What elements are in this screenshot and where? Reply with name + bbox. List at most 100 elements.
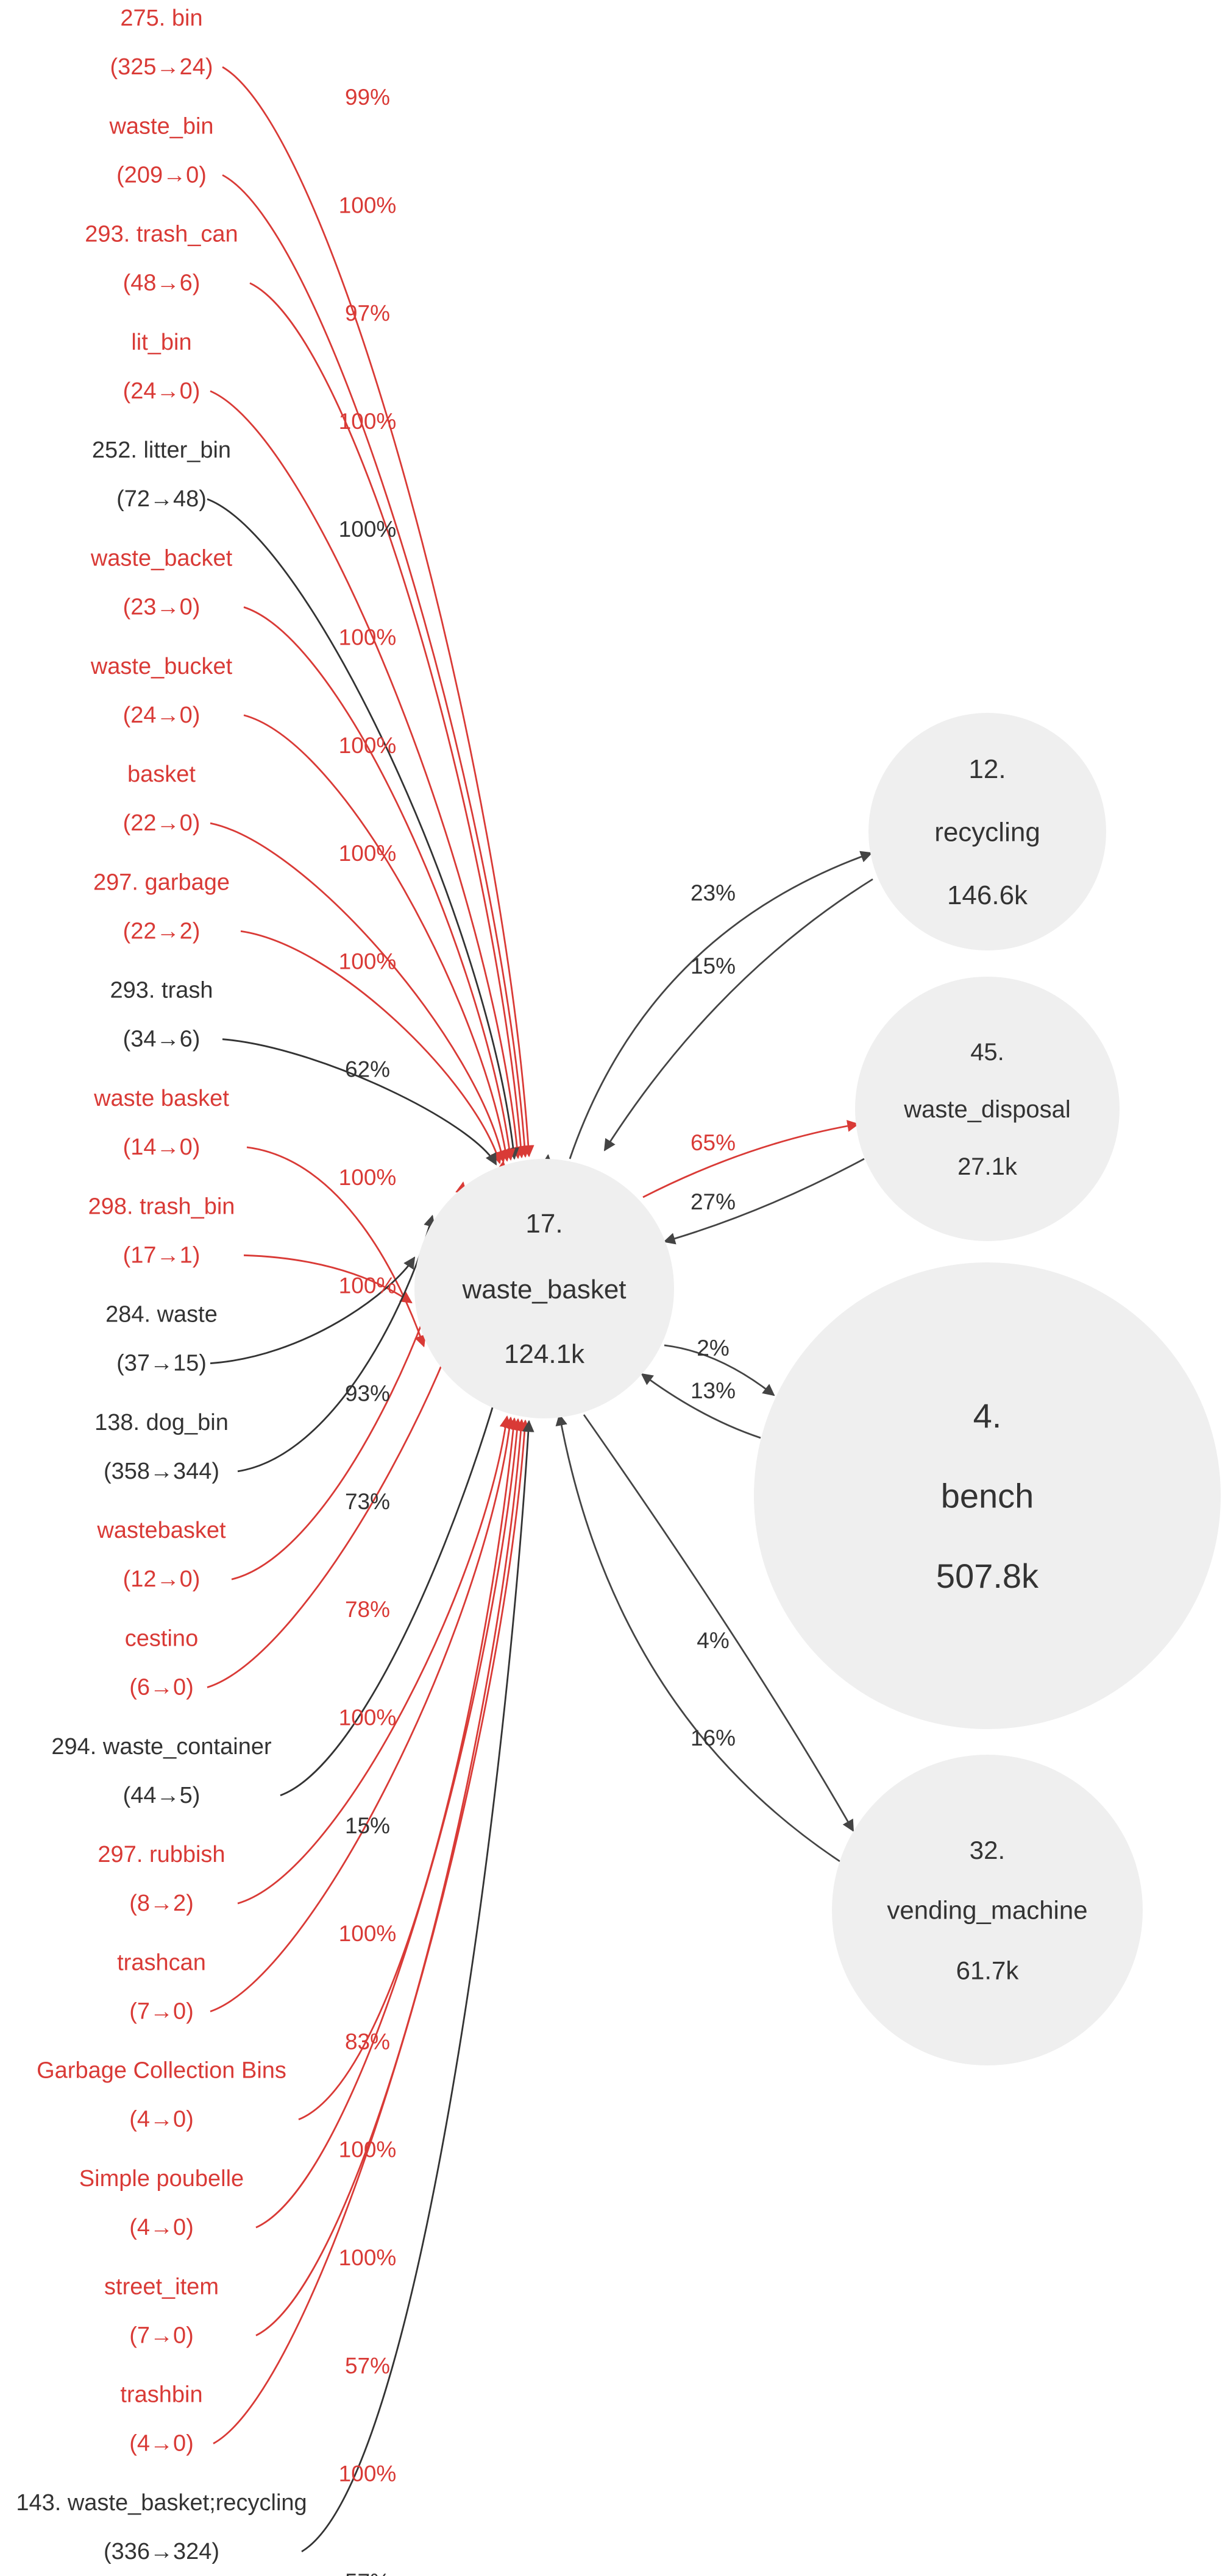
target-node-circle (868, 713, 1106, 950)
incoming-edge-percent: 27% (691, 1189, 736, 1214)
source-edge-percent: 100% (339, 1705, 397, 1730)
source-edge (237, 1214, 436, 1473)
source-label: waste_bin (108, 113, 213, 139)
source-edge (210, 1416, 516, 2012)
source-counts: (23→0) (123, 595, 201, 620)
source-label: 297. garbage (93, 869, 230, 895)
source-label: 293. trash (110, 978, 213, 1003)
source-edge (210, 1256, 416, 1364)
source-label: 297. rubbish (98, 1842, 225, 1867)
source-label: 284. waste (105, 1302, 218, 1328)
source-counts: (325→24) (110, 54, 213, 80)
center-node-name: waste_basket (461, 1275, 626, 1304)
source-label: 275. bin (120, 5, 202, 31)
source-edge (243, 714, 511, 1162)
target-node-count: 27.1k (957, 1153, 1018, 1180)
source-counts: (24→0) (123, 378, 201, 404)
source-label: trashcan (117, 1950, 206, 1975)
source-counts: (24→0) (123, 702, 201, 728)
outgoing-edge (569, 851, 873, 1159)
outgoing-edge-percent: 4% (697, 1628, 729, 1653)
source-edge-percent: 100% (339, 409, 397, 434)
source-edge (213, 1419, 531, 2444)
source-counts: (22→0) (123, 810, 201, 836)
source-label: 298. trash_bin (88, 1194, 235, 1219)
outgoing-edge-percent: 65% (691, 1130, 736, 1155)
source-counts: (37→15) (116, 1351, 207, 1376)
source-edge-percent: 99% (345, 85, 390, 110)
source-label: 252. litter_bin (92, 437, 231, 463)
source-edge (255, 1418, 527, 2337)
source-edge-percent: 97% (345, 301, 390, 326)
nodes-layer (414, 713, 1221, 2065)
center-node-circle (414, 1159, 674, 1418)
source-edge-percent: 100% (339, 625, 397, 650)
source-edge-percent: 57% (345, 2569, 390, 2576)
target-node-name: recycling (934, 817, 1040, 847)
source-label: waste basket (93, 1086, 229, 1111)
source-counts: (48→6) (123, 271, 201, 296)
source-counts: (7→0) (129, 2323, 194, 2348)
source-counts: (12→0) (123, 1566, 201, 1592)
target-node-name: bench (941, 1477, 1034, 1515)
source-label: waste_backet (90, 546, 233, 571)
source-label: Garbage Collection Bins (37, 2058, 286, 2084)
incoming-edge (663, 1158, 865, 1245)
source-counts: (22→2) (123, 918, 201, 944)
source-edge (246, 1146, 426, 1348)
source-edge-percent: 78% (345, 1597, 390, 1622)
target-node-name: vending_machine (887, 1896, 1087, 1925)
source-edge-percent: 100% (339, 193, 397, 218)
source-edge-percent: 93% (345, 1381, 390, 1406)
source-edge-percent: 100% (339, 2137, 397, 2162)
center-node-rank: 17. (525, 1209, 563, 1239)
source-counts: (7→0) (129, 1998, 194, 2024)
source-edge (222, 66, 534, 1158)
source-edge-percent: 62% (345, 1057, 390, 1082)
source-label: 293. trash_can (85, 222, 238, 247)
target-node-rank: 45. (970, 1039, 1004, 1066)
source-counts: (4→0) (129, 2431, 194, 2457)
source-edge-percent: 100% (339, 841, 397, 866)
source-counts: (336→324) (104, 2539, 219, 2564)
source-label: waste_bucket (90, 654, 233, 679)
source-edge (237, 1415, 512, 1905)
source-label: Simple poubelle (79, 2166, 244, 2192)
source-edge-percent: 73% (345, 1489, 390, 1514)
target-node-rank: 4. (973, 1396, 1002, 1435)
source-counts: (4→0) (129, 2107, 194, 2132)
center-node-count: 124.1k (504, 1339, 585, 1369)
incoming-edge-percent: 13% (691, 1378, 736, 1403)
outgoing-edge-percent: 23% (691, 880, 736, 905)
target-node-name: waste_disposal (903, 1096, 1071, 1123)
source-counts: (209→0) (116, 162, 207, 188)
source-edge (249, 282, 527, 1159)
source-edge-percent: 100% (339, 733, 397, 758)
source-label: street_item (104, 2274, 219, 2299)
source-edge (240, 930, 503, 1164)
target-node-count: 507.8k (936, 1557, 1039, 1595)
source-label: trashbin (120, 2382, 202, 2408)
source-edge-percent: 83% (345, 2029, 390, 2054)
target-node-rank: 12. (968, 754, 1006, 784)
source-edge (301, 1420, 534, 2553)
source-counts: (44→5) (123, 1783, 201, 1808)
source-edge (243, 606, 516, 1161)
source-edge (210, 390, 524, 1159)
source-edge (210, 822, 508, 1163)
target-node-count: 61.7k (956, 1956, 1020, 1984)
source-label: basket (127, 762, 196, 787)
source-counts: (8→2) (129, 1891, 194, 1916)
incoming-edge (555, 1414, 840, 1863)
source-edge-percent: 100% (339, 949, 397, 974)
source-label: 138. dog_bin (94, 1410, 229, 1435)
source-edge-percent: 100% (339, 1921, 397, 1946)
source-edge-percent: 15% (345, 1813, 390, 1838)
source-edge-percent: 100% (339, 1273, 397, 1298)
source-label: wastebasket (96, 1518, 226, 1543)
source-edge-percent: 100% (339, 1165, 397, 1190)
source-label: 143. waste_basket;recycling (16, 2490, 307, 2516)
source-counts: (4→0) (129, 2215, 194, 2240)
source-counts: (72→48) (116, 486, 207, 512)
